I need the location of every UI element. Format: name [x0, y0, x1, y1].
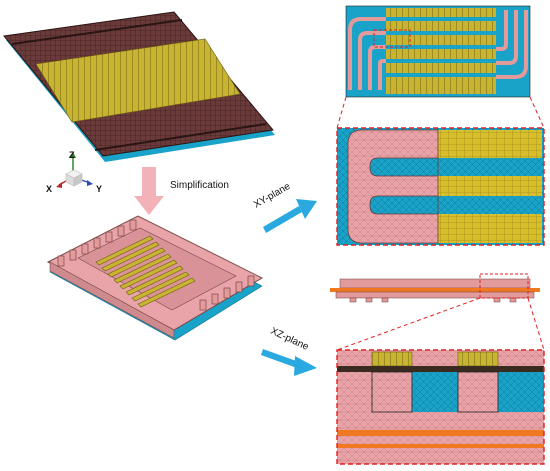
axis-z-label: Z [69, 150, 75, 160]
detailed-model [3, 11, 275, 162]
xy-plane-zoom [336, 127, 545, 246]
xz-plane-arrow [261, 349, 317, 376]
xz-plane-overview [330, 273, 540, 303]
simplified-model [46, 215, 264, 341]
simplification-arrow [134, 167, 164, 215]
xy-plane-overview [345, 5, 531, 98]
xz-plane-zoom [336, 349, 545, 465]
axis-x-label: X [46, 184, 52, 194]
xy-plane-label: XY-plane [252, 181, 293, 211]
axis-y-label: Y [96, 184, 102, 194]
xz-plane-label: XZ-plane [269, 326, 311, 353]
simplification-label: Simplification [170, 180, 229, 191]
xy-plane-arrow [263, 199, 317, 233]
axis-triad: Z Y X [46, 150, 102, 194]
